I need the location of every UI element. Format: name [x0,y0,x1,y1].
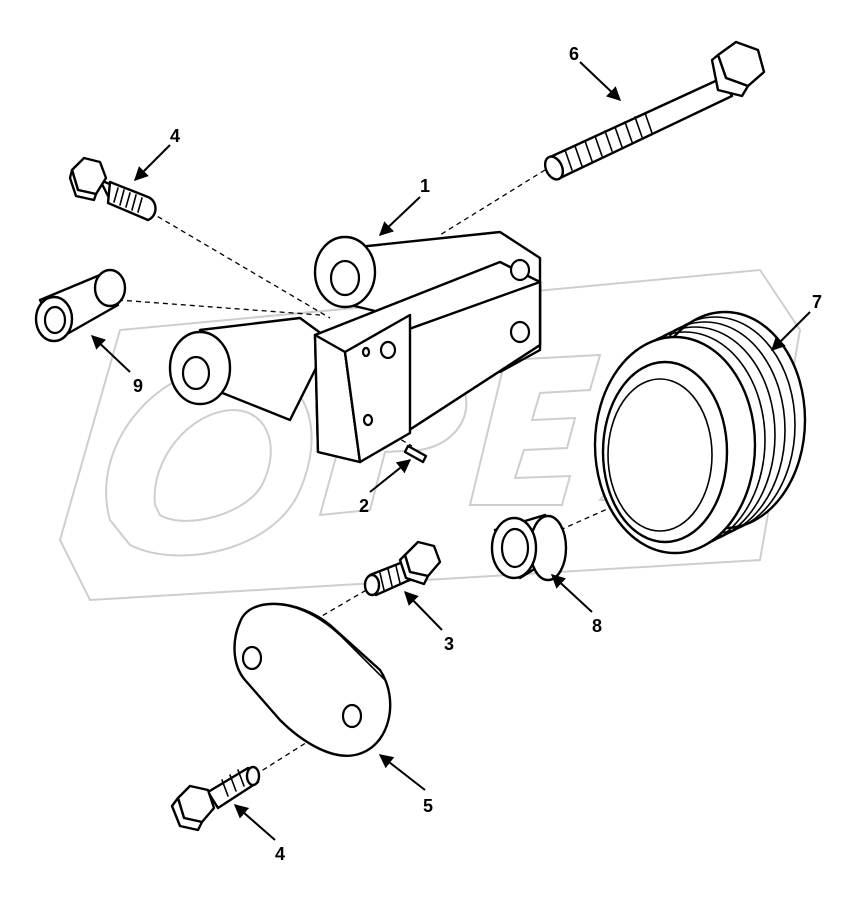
callout-numbers: 4 1 6 7 9 2 8 3 5 4 [133,44,822,864]
callout-pin: 2 [359,496,369,516]
callout-pulley: 7 [812,292,822,312]
capscrew-bottom [170,765,261,832]
callout-bushing-right: 8 [592,616,602,636]
bushing-left [34,268,127,343]
mounting-plate [233,602,392,757]
callout-screw-plate: 3 [444,634,454,654]
idler-pulley [593,310,807,555]
long-capscrew [543,40,766,181]
callout-leaders [90,61,811,841]
mounting-bracket [168,230,542,464]
callout-bracket: 1 [420,176,430,196]
roll-pin [403,444,428,464]
callout-long-capscrew: 6 [569,44,579,64]
capscrew-top [68,156,157,222]
bushing-right [490,513,568,582]
capscrew-plate [363,540,442,597]
callout-capscrew-top: 4 [170,126,180,146]
callout-bushing-left: 9 [133,376,143,396]
callout-capscrew-bottom: 4 [275,844,285,864]
callout-plate: 5 [423,796,433,816]
